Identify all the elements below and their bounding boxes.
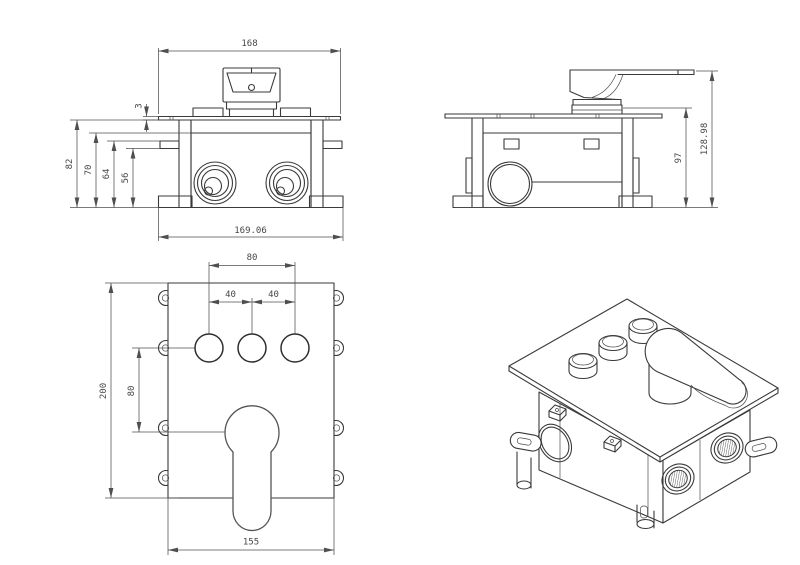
dim-rough-in-97: 97 (623, 107, 692, 208)
inlet-port-right (265, 161, 309, 205)
dim-height-64: 64 (102, 140, 160, 208)
dim-knob-span-80: 80 (209, 253, 295, 268)
dim-text-155: 155 (243, 538, 259, 548)
dim-text-64: 64 (102, 169, 112, 180)
lug-holes (161, 294, 341, 482)
knob-profile-left (192, 107, 224, 118)
iso-leg-left (516, 451, 532, 490)
iso-lug-left (509, 431, 542, 452)
inlet-port-left (193, 161, 237, 205)
iso-plate-edges (508, 298, 779, 463)
dim-base-width-169-06: 169.06 (158, 207, 344, 241)
dim-text-70: 70 (84, 165, 94, 176)
iso-lug-right (744, 436, 778, 458)
dim-text-3: 3 (135, 103, 145, 108)
side-elevation-view: 97 128.98 (444, 69, 718, 209)
mixer-handle-front (224, 405, 280, 532)
iso-boss-2 (603, 435, 622, 453)
dim-text-56: 56 (121, 173, 131, 184)
diverter-knob-3 (280, 333, 310, 363)
dim-text-200: 200 (99, 383, 109, 399)
dim-text-80-span: 80 (247, 253, 258, 263)
front-elevation-view: 168 3 82 70 64 56 (65, 39, 344, 241)
dim-text-40-right: 40 (268, 290, 279, 300)
dim-text-40-left: 40 (225, 290, 236, 300)
wall-plate-side (444, 113, 663, 119)
iso-port-left (537, 423, 573, 463)
iso-port-threaded-2 (710, 432, 744, 464)
outlet-port-side (487, 161, 533, 207)
dim-text-97: 97 (674, 153, 684, 164)
dim-overall-128-98: 128.98 (696, 70, 718, 208)
iso-plate-fill (509, 299, 778, 462)
iso-leg-front (636, 504, 655, 530)
lever-handle-side (569, 69, 695, 115)
iso-boss-1 (548, 404, 567, 422)
dim-plate-width-155: 155 (168, 538, 334, 553)
valve-body-side (452, 117, 653, 209)
dim-text-82: 82 (65, 159, 75, 170)
dim-handle-offset-80: 80 (127, 348, 142, 432)
iso-mixer-lever (644, 328, 748, 409)
dim-plate-width-168: 168 (158, 39, 341, 114)
dim-text-168: 168 (241, 39, 257, 49)
valve-body-front (157, 119, 344, 209)
dim-text-169-06: 169.06 (234, 226, 267, 236)
iso-port-threaded-1 (661, 463, 695, 495)
handle-side-profile (222, 67, 281, 118)
diverter-knob-2 (237, 333, 267, 363)
dim-height-70: 70 (84, 132, 191, 208)
knob-profile-right (279, 107, 312, 118)
dim-plate-height-200: 200 (99, 283, 114, 498)
plate-ticks-side (496, 114, 600, 118)
panel-front-view: 80 40 40 200 80 155 (99, 253, 345, 555)
dim-text-128-98: 128.98 (700, 123, 710, 156)
dim-text-80-offset: 80 (127, 386, 137, 397)
iso-knob-2 (598, 334, 628, 362)
plate-ticks (169, 116, 330, 120)
isometric-view (508, 298, 779, 530)
dim-knob-pitch-40-40: 40 40 (209, 290, 295, 305)
iso-knob-1 (568, 352, 598, 380)
dim-plate-thickness-3: 3 (135, 103, 159, 132)
diverter-knob-1 (194, 333, 224, 363)
dim-height-56: 56 (121, 148, 160, 208)
